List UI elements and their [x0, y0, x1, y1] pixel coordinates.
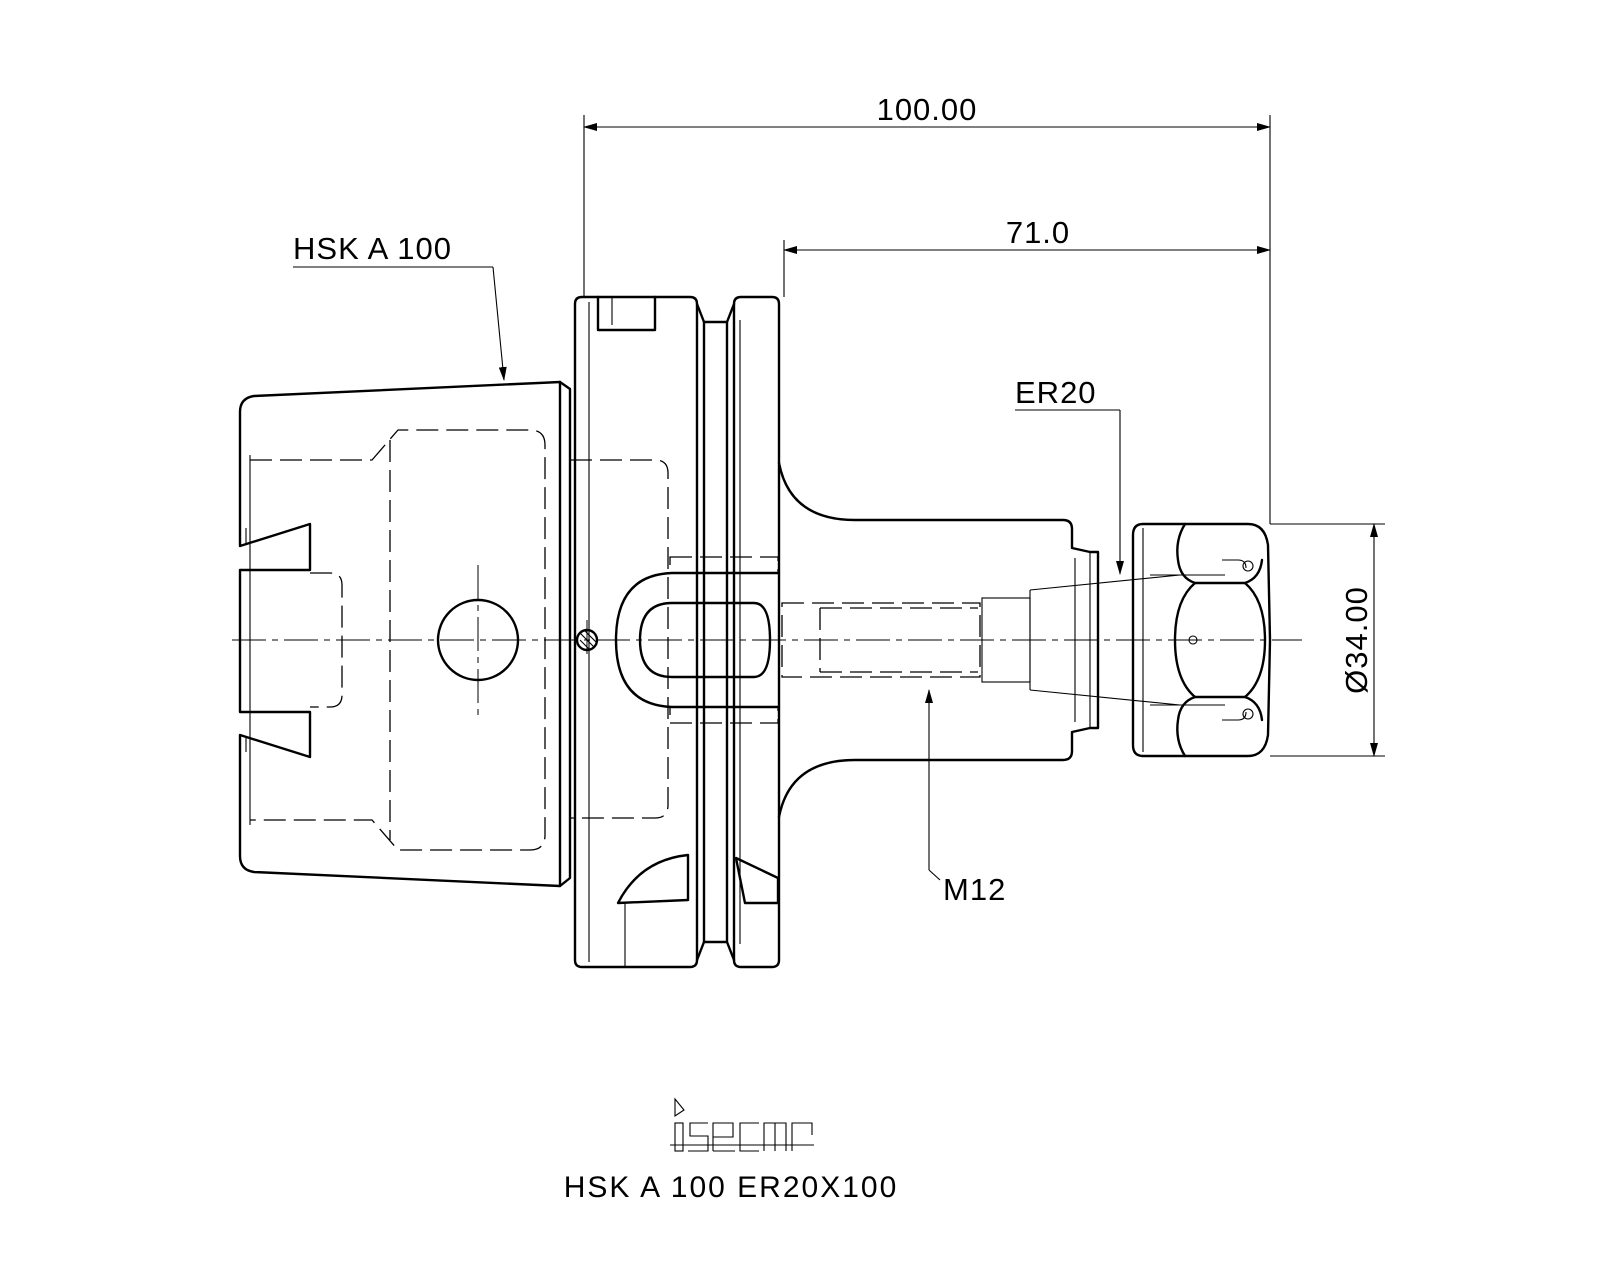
- oblong-clamp-hole: [614, 571, 781, 709]
- thread-callout-label: M12: [943, 872, 1006, 907]
- callout-shank: HSK A 100: [293, 231, 507, 381]
- callout-thread: M12: [925, 689, 1006, 907]
- callout-collet: ER20: [1015, 375, 1124, 575]
- hsk-taper-shank: [238, 380, 669, 888]
- dimension-overall-length: 100.00: [583, 92, 1271, 524]
- collet-callout-label: ER20: [1015, 375, 1097, 410]
- part-designation: HSK A 100 ER20X100: [564, 1171, 899, 1204]
- dimension-projection-length: 71.0: [783, 215, 1271, 297]
- brand-logo: [670, 1097, 814, 1152]
- marker-pin: [575, 628, 599, 652]
- cross-hole: [436, 598, 520, 682]
- er20-nut: [1131, 522, 1272, 758]
- shank-callout-label: HSK A 100: [293, 231, 452, 266]
- projection-length-value: 71.0: [1006, 215, 1070, 250]
- dimension-nut-diameter: Ø34.00: [1270, 523, 1385, 757]
- nut-diameter-value: Ø34.00: [1339, 586, 1374, 694]
- tool-body: [777, 461, 1181, 819]
- overall-length-value: 100.00: [877, 92, 978, 127]
- flange: [573, 295, 781, 969]
- centerlines: [232, 565, 1302, 715]
